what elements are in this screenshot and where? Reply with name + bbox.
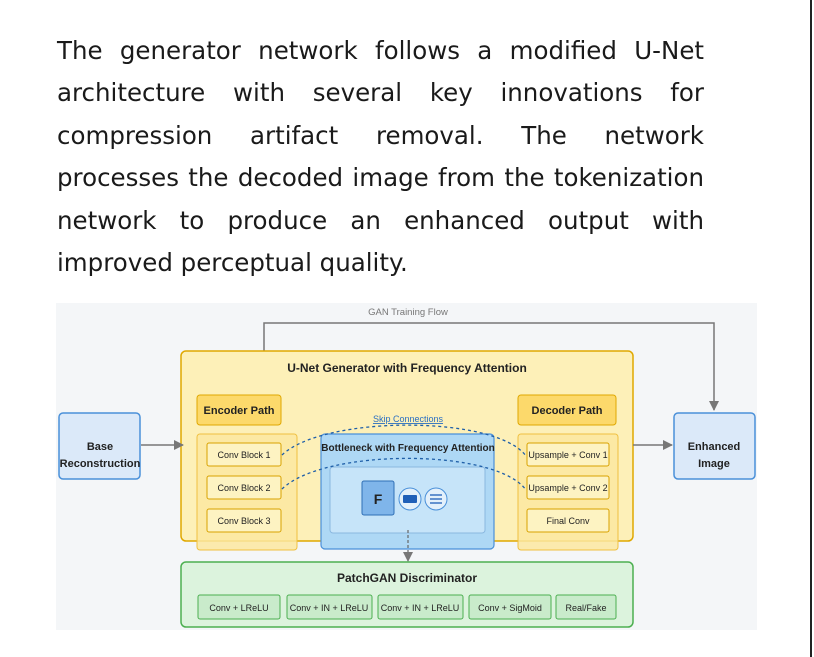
decoder-title: Decoder Path [532,405,603,417]
decoder-block-3-label: Final Conv [546,516,590,526]
generator-title: U-Net Generator with Frequency Attention [287,361,527,375]
disc-layer-4-label: Conv + SigMoid [478,603,542,613]
base-reconstruction-box [58,412,141,480]
skip-connection-1 [281,424,527,457]
base-reconstruction-label-2: Reconstruction [60,458,141,470]
conv-block-2 [206,475,282,500]
enhanced-image-box [673,412,756,480]
disc-layer-1-label: Conv + LReLU [209,603,268,613]
conv-block-1 [206,442,282,467]
enhanced-image-label-2: Image [698,458,730,470]
gan-flow-label: GAN Training Flow [368,307,448,318]
conv-block-2-label: Conv Block 2 [217,483,270,493]
skip-connections-label: Skip Connections [373,414,444,424]
bottleneck-title: Bottleneck with Frequency Attention [321,443,495,454]
disc-layer-2 [286,594,373,620]
skip-connection-2 [281,457,527,491]
attention-bar-icon [403,495,417,503]
disc-layer-1 [197,594,281,620]
page-edge-rule [810,0,812,657]
disc-layer-5-label: Real/Fake [565,603,606,613]
base-reconstruction-label-1: Base [87,441,113,453]
architecture-figure: GAN Training Flow U-Net Generator with F… [56,303,757,630]
disc-layer-3-label: Conv + IN + LReLU [381,603,460,613]
encoder-title: Encoder Path [204,405,275,417]
enhanced-image-label-1: Enhanced [688,441,741,453]
frequency-block-symbol: F [374,491,383,507]
conv-block-1-label: Conv Block 1 [217,450,270,460]
conv-block-3 [206,508,282,533]
decoder-block-2-label: Upsample + Conv 2 [528,483,607,493]
encoder-title-box [196,394,282,426]
decoder-block-1 [526,442,610,467]
body-paragraph: The generator network follows a modified… [57,36,704,278]
discriminator-title: PatchGAN Discriminator [337,571,477,585]
architecture-diagram: GAN Training Flow U-Net Generator with F… [58,307,756,628]
decoder-title-box [517,394,617,426]
disc-layer-2-label: Conv + IN + LReLU [290,603,369,613]
gan-flow-arrow [263,322,719,411]
decoder-block-3 [526,508,610,533]
decoder-block-2 [526,475,610,500]
disc-layer-4 [468,594,552,620]
frequency-block [361,480,395,516]
disc-layer-3 [377,594,464,620]
disc-layer-5 [555,594,617,620]
conv-block-3-label: Conv Block 3 [217,516,270,526]
decoder-block-1-label: Upsample + Conv 1 [528,450,607,460]
